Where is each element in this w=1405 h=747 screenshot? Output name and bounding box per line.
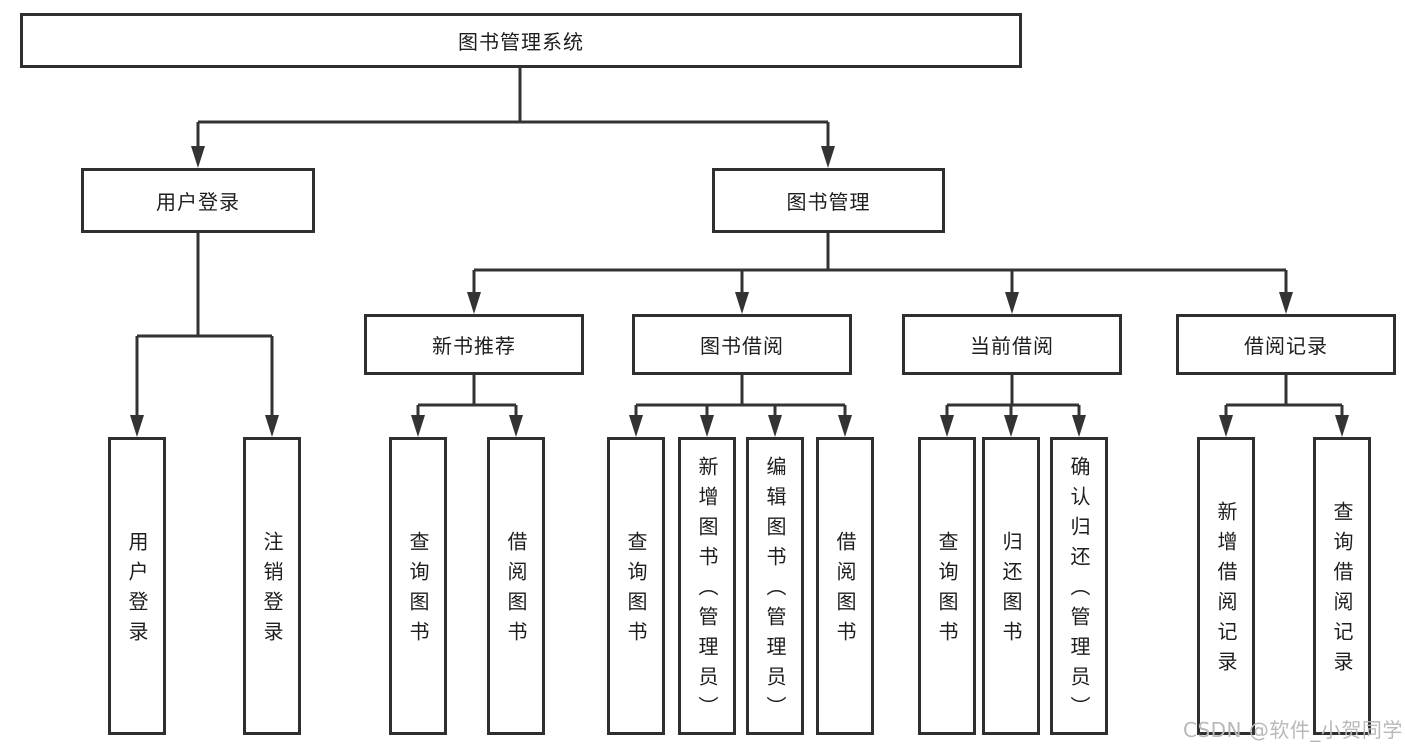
- node-user-login-branch: 用户登录: [81, 168, 315, 233]
- node-borrow-records: 借阅记录: [1176, 314, 1396, 375]
- leaf-add-borrow-record: 新增借阅记录: [1197, 437, 1255, 735]
- leaf-add-book-admin: 新增图书（管理员）: [678, 437, 736, 735]
- leaf-edit-book-admin-label: 编辑图书（管理员）: [763, 456, 787, 726]
- leaf-borrow-book-recommend-label: 借阅图书: [504, 531, 528, 651]
- leaf-return-book: 归还图书: [982, 437, 1040, 735]
- leaf-query-book-current: 查询图书: [918, 437, 976, 735]
- node-book-management: 图书管理: [712, 168, 945, 233]
- node-root-label: 图书管理系统: [458, 30, 584, 54]
- arrowheads-root-to-level2: [191, 146, 835, 168]
- leaf-return-book-label: 归还图书: [999, 531, 1023, 651]
- leaf-query-book-recommend-label: 查询图书: [406, 531, 430, 651]
- leaf-query-book-current-label: 查询图书: [935, 531, 959, 651]
- arrowheads-current-borrow-to-leaves: [940, 415, 1086, 437]
- connector-new-book-to-leaves: [416, 375, 518, 418]
- leaf-query-borrow-record: 查询借阅记录: [1313, 437, 1371, 735]
- leaf-query-book-borrow: 查询图书: [607, 437, 665, 735]
- leaf-borrow-book-label: 借阅图书: [833, 531, 857, 651]
- leaf-edit-book-admin: 编辑图书（管理员）: [746, 437, 804, 735]
- arrowheads-book-management-to-level3: [467, 292, 1293, 314]
- leaf-user-login: 用户登录: [108, 437, 166, 735]
- leaf-query-book-borrow-label: 查询图书: [624, 531, 648, 651]
- connector-user-login-to-leaves: [135, 233, 274, 416]
- connector-borrow-records-to-leaves: [1224, 375, 1344, 418]
- node-new-book-recommend: 新书推荐: [364, 314, 584, 375]
- node-user-login-branch-label: 用户登录: [156, 190, 240, 214]
- node-book-borrow: 图书借阅: [632, 314, 852, 375]
- node-root-library-system: 图书管理系统: [20, 13, 1022, 68]
- arrowheads-book-borrow-to-leaves: [629, 415, 852, 437]
- arrowheads-borrow-records-to-leaves: [1219, 415, 1349, 437]
- arrowheads-new-book-to-leaves: [411, 415, 523, 437]
- csdn-watermark: CSDN @软件_小贺同学: [1183, 718, 1403, 742]
- connector-book-management-to-level3: [472, 233, 1288, 293]
- leaf-confirm-return-admin-label: 确认归还（管理员）: [1067, 456, 1091, 726]
- arrowheads-user-login-to-leaves: [130, 415, 279, 437]
- connector-root-to-level2: [196, 68, 830, 150]
- connector-book-borrow-to-leaves: [634, 375, 847, 418]
- leaf-add-book-admin-label: 新增图书（管理员）: [695, 456, 719, 726]
- node-new-book-recommend-label: 新书推荐: [432, 334, 516, 358]
- leaf-user-login-label: 用户登录: [125, 531, 149, 651]
- leaf-borrow-book: 借阅图书: [816, 437, 874, 735]
- node-book-management-label: 图书管理: [786, 190, 871, 214]
- leaf-confirm-return-admin: 确认归还（管理员）: [1050, 437, 1108, 735]
- node-current-borrow-label: 当前借阅: [970, 334, 1054, 358]
- connector-current-borrow-to-leaves: [945, 375, 1081, 418]
- leaf-query-borrow-record-label: 查询借阅记录: [1330, 501, 1354, 681]
- leaf-logout: 注销登录: [243, 437, 301, 735]
- leaf-add-borrow-record-label: 新增借阅记录: [1214, 501, 1238, 681]
- node-borrow-records-label: 借阅记录: [1244, 334, 1328, 358]
- leaf-borrow-book-recommend: 借阅图书: [487, 437, 545, 735]
- leaf-logout-label: 注销登录: [260, 531, 284, 651]
- node-book-borrow-label: 图书借阅: [700, 334, 784, 358]
- leaf-query-book-recommend: 查询图书: [389, 437, 447, 735]
- node-current-borrow: 当前借阅: [902, 314, 1122, 375]
